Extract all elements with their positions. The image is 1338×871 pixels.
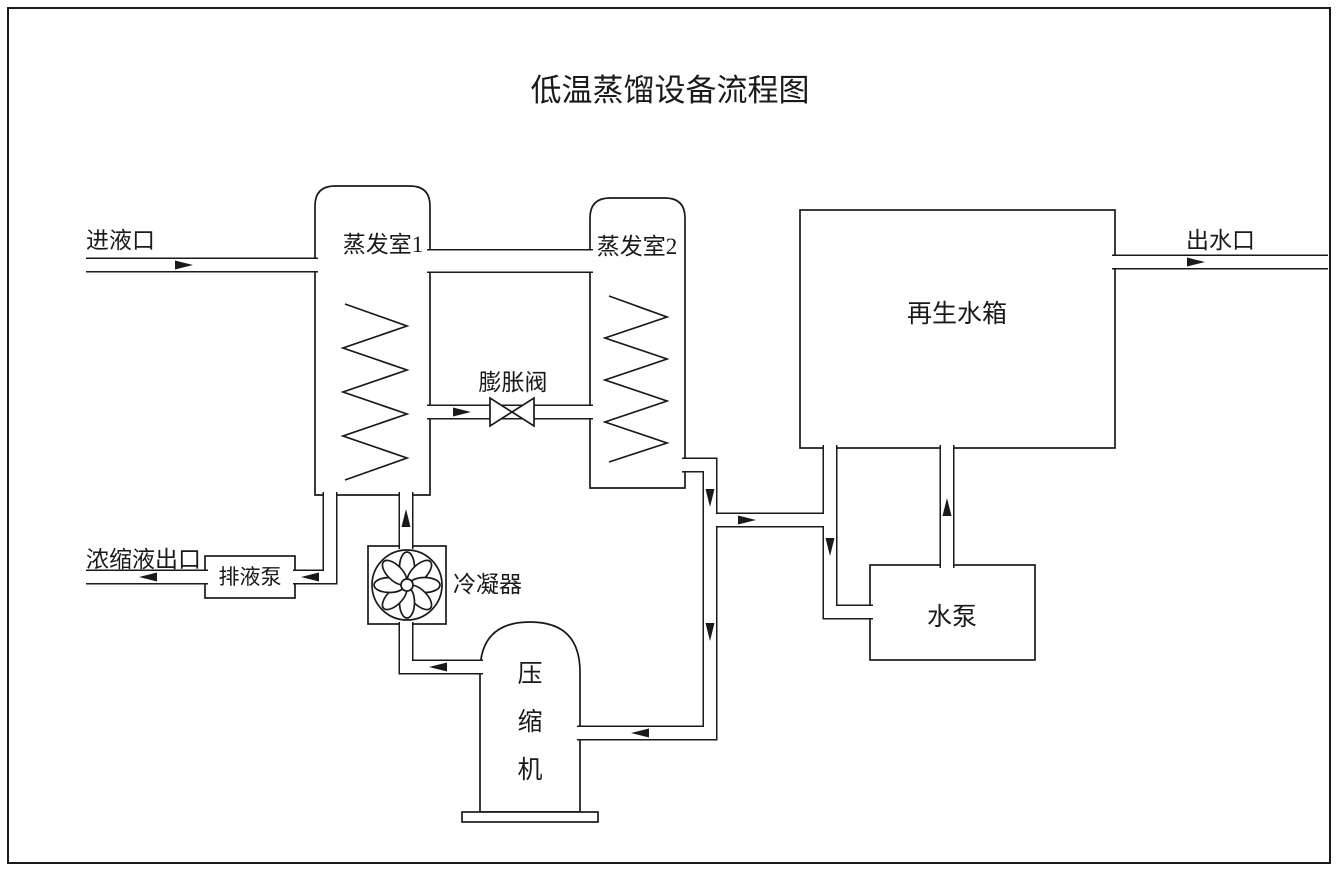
- compressor-label-char3: 机: [517, 756, 542, 784]
- compressor-label-char2: 缩: [517, 708, 542, 736]
- condenser-fan-icon: [371, 549, 443, 621]
- condenser-label: 冷凝器: [453, 572, 522, 597]
- flow-arrow-left-icon: [139, 572, 157, 582]
- drain-pump-label: 排液泵: [219, 565, 282, 589]
- regen-tank-label: 再生水箱: [907, 300, 1007, 328]
- expansion-valve-label: 膨胀阀: [479, 370, 548, 395]
- compressor-base: [461, 811, 599, 823]
- compressor-vessel: [479, 621, 581, 813]
- evaporator1-coil: [340, 303, 410, 481]
- evaporator2-coil: [602, 295, 670, 463]
- expansion-valve-icon: [489, 396, 535, 428]
- flow-arrow-right-icon: [453, 407, 471, 417]
- concentrate-outlet-label: 浓缩液出口: [86, 547, 201, 572]
- flow-arrow-left-icon: [301, 572, 319, 582]
- flow-arrow-left-icon: [429, 662, 447, 672]
- flow-arrow-left-icon: [631, 728, 649, 738]
- flow-arrow-up-icon: [401, 509, 411, 527]
- outlet-label: 出水口: [1186, 228, 1255, 253]
- drain-pump: [204, 555, 296, 599]
- regen-tank: [799, 209, 1116, 449]
- flow-arrow-down-icon: [705, 623, 715, 641]
- evaporator2-label: 蒸发室2: [597, 234, 678, 259]
- flow-arrow-right-icon: [1187, 257, 1205, 267]
- diagram-title: 低温蒸馏设备流程图: [531, 73, 810, 108]
- flow-arrow-down-icon: [825, 538, 835, 556]
- water-pump-label: 水泵: [927, 603, 977, 631]
- evaporator2-vessel: [589, 197, 686, 489]
- flow-arrow-down-icon: [705, 489, 715, 507]
- flow-arrow-right-icon: [738, 515, 756, 525]
- flow-arrow-right-icon: [175, 260, 193, 270]
- flow-arrow-up-icon: [942, 498, 952, 516]
- compressor-label-char1: 压: [517, 661, 542, 688]
- evaporator1-label: 蒸发室1: [343, 232, 424, 257]
- evaporator1-vessel: [314, 185, 431, 496]
- water-pump: [869, 564, 1036, 661]
- flow-arrows: [139, 257, 1205, 738]
- compressor-label: 压 缩 机: [517, 661, 542, 784]
- inlet-label: 进液口: [86, 228, 155, 253]
